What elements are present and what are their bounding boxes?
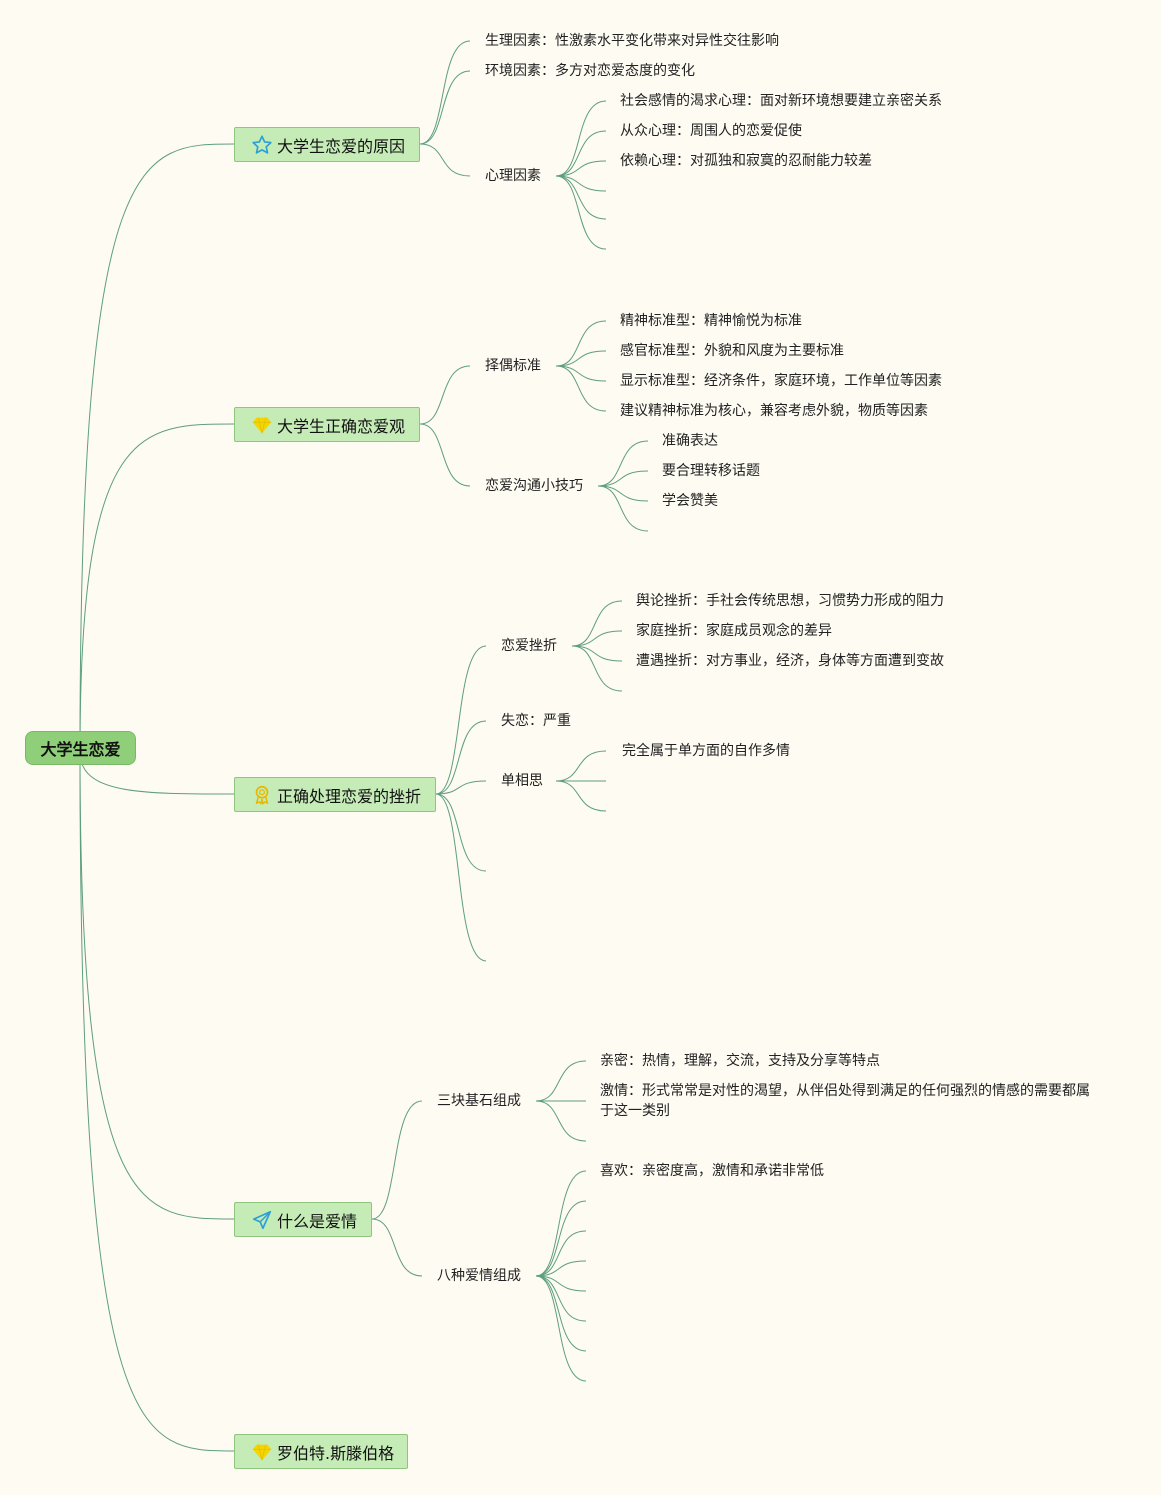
- criteria-suggestion[interactable]: 建议精神标准为核心，兼容考虑外貌，物质等因素: [620, 403, 928, 419]
- setback-encounter[interactable]: 遭遇挫折：对方事业，经济，身体等方面遭到变故: [636, 653, 944, 669]
- love-setback[interactable]: 恋爱挫折: [501, 638, 557, 654]
- root-node[interactable]: 大学生恋爱: [25, 731, 136, 765]
- topic-sternberg[interactable]: 罗伯特.斯滕伯格: [234, 1434, 408, 1469]
- tip-accurate-expression[interactable]: 准确表达: [662, 433, 718, 449]
- star-icon: [251, 134, 273, 156]
- reason-physiological[interactable]: 生理因素：性激素水平变化带来对异性交往影响: [485, 33, 779, 49]
- topic-reasons[interactable]: 大学生恋爱的原因: [234, 127, 420, 162]
- eight-love-types[interactable]: 八种爱情组成: [437, 1268, 521, 1284]
- criteria-sensory[interactable]: 感官标准型：外貌和风度为主要标准: [620, 343, 844, 359]
- three-cornerstones[interactable]: 三块基石组成: [437, 1093, 521, 1109]
- criteria-display[interactable]: 显示标准型：经济条件，家庭环境，工作单位等因素: [620, 373, 942, 389]
- root-label: 大学生恋爱: [40, 740, 121, 759]
- topic-label: 罗伯特.斯滕伯格: [277, 1443, 395, 1463]
- send-icon: [251, 1209, 273, 1231]
- topic-label: 大学生恋爱的原因: [277, 136, 406, 156]
- topic-setbacks[interactable]: 正确处理恋爱的挫折: [234, 777, 436, 812]
- gem-icon: [251, 414, 273, 436]
- topic-label: 什么是爱情: [277, 1211, 358, 1231]
- topic-label: 大学生正确恋爱观: [277, 416, 406, 436]
- psych-social-emotion[interactable]: 社会感情的渴求心理：面对新环境想要建立亲密关系: [620, 93, 942, 109]
- psych-conformity[interactable]: 从众心理：周围人的恋爱促使: [620, 123, 802, 139]
- intimacy[interactable]: 亲密：热情，理解，交流，支持及分享等特点: [600, 1053, 880, 1069]
- communication-tips[interactable]: 恋爱沟通小技巧: [485, 478, 583, 494]
- topic-what-is-love[interactable]: 什么是爱情: [234, 1202, 372, 1237]
- tip-praise[interactable]: 学会赞美: [662, 493, 718, 509]
- topic-label: 正确处理恋爱的挫折: [277, 786, 422, 806]
- award-icon: [251, 784, 273, 806]
- unrequited-detail[interactable]: 完全属于单方面的自作多情: [622, 743, 790, 759]
- tip-change-topic[interactable]: 要合理转移话题: [662, 463, 760, 479]
- liking[interactable]: 喜欢：亲密度高，激情和承诺非常低: [600, 1163, 824, 1179]
- unrequited-love[interactable]: 单相思: [501, 773, 543, 789]
- gem-icon: [251, 1441, 273, 1463]
- reason-psychological[interactable]: 心理因素: [485, 168, 541, 184]
- breakup[interactable]: 失恋：严重: [501, 713, 571, 729]
- setback-family[interactable]: 家庭挫折：家庭成员观念的差异: [636, 623, 832, 639]
- topic-right-view[interactable]: 大学生正确恋爱观: [234, 407, 420, 442]
- reason-environment[interactable]: 环境因素：多方对恋爱态度的变化: [485, 63, 695, 79]
- mate-criteria[interactable]: 择偶标准: [485, 358, 541, 374]
- passion[interactable]: 激情：形式常常是对性的渴望，从伴侣处得到满足的任何强烈的情感的需要都属于这一类别: [600, 1083, 1090, 1119]
- criteria-spiritual[interactable]: 精神标准型：精神愉悦为标准: [620, 313, 802, 329]
- setback-public-opinion[interactable]: 舆论挫折：手社会传统思想，习惯势力形成的阻力: [636, 593, 944, 609]
- psych-dependence[interactable]: 依赖心理：对孤独和寂寞的忍耐能力较差: [620, 153, 872, 169]
